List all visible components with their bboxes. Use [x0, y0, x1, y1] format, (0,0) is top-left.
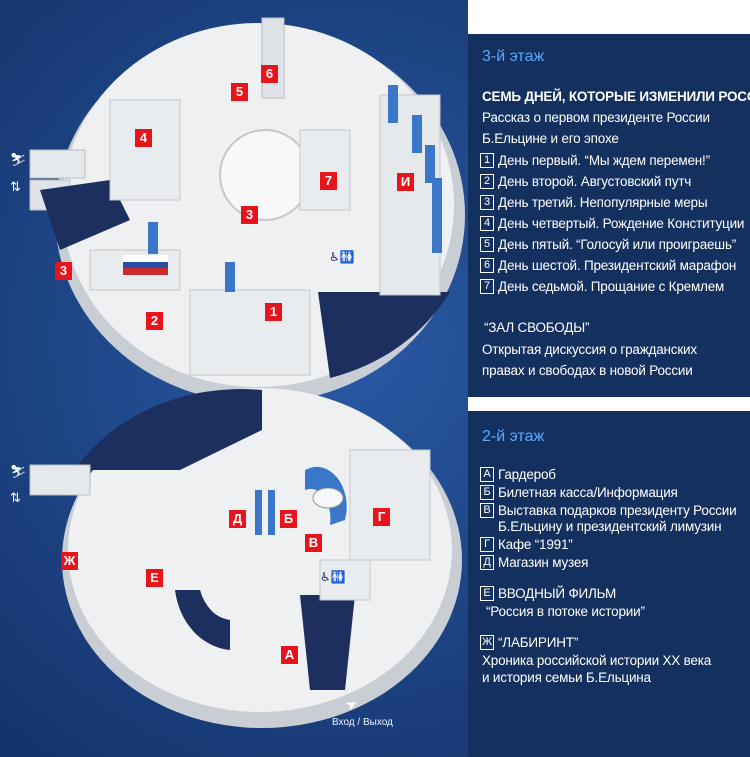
- map-label-day-2[interactable]: 2: [146, 312, 163, 330]
- map-label-labyrinth[interactable]: Ж: [61, 552, 78, 570]
- legend-item-day-4: 4 День четвертый. Рождение Конституции: [480, 216, 744, 231]
- map-label-day-6[interactable]: 6: [261, 65, 278, 83]
- restroom-icon: ♿🚻: [320, 570, 346, 584]
- item-letter: А: [480, 467, 494, 482]
- restroom-icon: ♿🚻: [329, 250, 355, 264]
- legend-top-strip: [468, 0, 750, 34]
- day-text: День первый. “Мы ждем перемен!”: [498, 153, 710, 168]
- legend-divider: [468, 397, 750, 411]
- item-text: Выставка подарков президенту России: [498, 503, 737, 518]
- entrance-label[interactable]: Вход / Выход: [332, 717, 393, 728]
- elevator-icon: ⇅: [10, 180, 21, 195]
- hall-description: правах и свободах в новой России: [482, 363, 693, 378]
- day-number: 6: [480, 258, 494, 273]
- floor-2-title: 2-й этаж: [482, 428, 545, 445]
- map-label-cloakroom[interactable]: А: [281, 646, 298, 664]
- map-label-day-3[interactable]: 3: [241, 206, 258, 224]
- elevator-icon: ⇅: [10, 491, 21, 506]
- floor-2-legend: 2-й этаж А Гардероб Б Билетная касса/Инфор…: [468, 411, 750, 757]
- legend-item-film: Е ВВОДНЫЙ ФИЛЬМ: [480, 586, 616, 601]
- day-text: День второй. Августовский путч: [498, 174, 692, 189]
- floor-3-core: [219, 129, 311, 221]
- hall-description: Открытая дискуссия о гражданских: [482, 342, 697, 357]
- map-label-film[interactable]: Е: [146, 569, 163, 587]
- item-letter: Е: [480, 586, 494, 601]
- stairs-icon: ⛷: [10, 465, 27, 480]
- legend-item-day-5: 5 День пятый. “Голосуй или проиграешь”: [480, 237, 736, 252]
- film-title: ВВОДНЫЙ ФИЛЬМ: [498, 586, 617, 601]
- legend-item-labyrinth: Ж “ЛАБИРИНТ”: [480, 635, 578, 650]
- item-letter: Г: [480, 537, 494, 552]
- floor-3-plan: [29, 17, 465, 403]
- film-description: “Россия в потоке истории”: [486, 604, 645, 619]
- day-number: 2: [480, 174, 494, 189]
- hall-title: “ЗАЛ СВОБОДЫ”: [484, 320, 590, 335]
- item-letter: В: [480, 503, 494, 518]
- item-text: Кафе “1991”: [498, 537, 573, 552]
- floor-3-dark-area: [318, 292, 450, 378]
- day-text: День шестой. Президентский марафон: [498, 258, 737, 273]
- map-label-day-3-alt[interactable]: 3: [55, 262, 72, 280]
- legend-item-day-1: 1 День первый. “Мы ждем перемен!”: [480, 153, 710, 168]
- map-label-cafe[interactable]: Г: [373, 508, 390, 526]
- floor-2-dark-area: [75, 389, 262, 470]
- legend-item-shop: Д Магазин музея: [480, 555, 588, 570]
- floor-3-title: 3-й этаж: [482, 48, 545, 65]
- legend-item-day-6: 6 День шестой. Президентский марафон: [480, 258, 736, 273]
- map-label-day-7[interactable]: 7: [320, 172, 337, 190]
- legend-item-cafe: Г Кафе “1991”: [480, 537, 573, 552]
- map-label-ticket-office[interactable]: Б: [280, 510, 297, 528]
- map-label-day-1[interactable]: 1: [265, 303, 282, 321]
- map-label-day-4[interactable]: 4: [135, 129, 152, 147]
- day-number: 4: [480, 216, 494, 231]
- day-text: День пятый. “Голосуй или проиграешь”: [498, 237, 737, 252]
- map-label-day-5[interactable]: 5: [231, 83, 248, 101]
- map-label-shop[interactable]: Д: [229, 510, 246, 528]
- floor-3-legend: 3-й этаж СЕМЬ ДНЕЙ, КОТОРЫЕ ИЗМЕНИЛИ РОС…: [468, 34, 750, 397]
- labyrinth-title: “ЛАБИРИНТ”: [498, 635, 579, 650]
- map-label-hall-freedom[interactable]: И: [397, 173, 414, 191]
- map-label-gifts-exhibit[interactable]: В: [305, 534, 322, 552]
- item-letter: Ж: [480, 635, 494, 650]
- legend-item-gifts-exhibit: В Выставка подарков президенту России: [480, 503, 737, 518]
- labyrinth-description: и история семьи Б.Ельцина: [482, 670, 651, 685]
- stairs-icon: ⛷: [10, 153, 27, 168]
- legend-item-day-3: 3 День третий. Непопулярные меры: [480, 195, 708, 210]
- day-text: День четвертый. Рождение Конституции: [498, 216, 745, 231]
- legend-item-cloakroom: А Гардероб: [480, 467, 556, 482]
- labyrinth-description: Хроника российской истории XX века: [482, 653, 712, 668]
- item-letter: Д: [480, 555, 494, 570]
- legend-item-ticket-office: Б Билетная касса/Информация: [480, 485, 678, 500]
- day-text: День третий. Непопулярные меры: [498, 195, 708, 210]
- exhibit-title: СЕМЬ ДНЕЙ, КОТОРЫЕ ИЗМЕНИЛИ РОССИЮ: [482, 89, 750, 104]
- day-number: 1: [480, 153, 494, 168]
- floor-2-plan: [29, 388, 462, 728]
- day-number: 5: [480, 237, 494, 252]
- item-text: Билетная касса/Информация: [498, 485, 678, 500]
- legend-item-day-7: 7 День седьмой. Прощание с Кремлем: [480, 279, 724, 294]
- item-text: Магазин музея: [498, 555, 589, 570]
- item-text-continued: Б.Ельцину и президентский лимузин: [498, 519, 722, 534]
- legend-item-day-2: 2 День второй. Августовский путч: [480, 174, 691, 189]
- item-letter: Б: [480, 485, 494, 500]
- item-text: Гардероб: [498, 467, 556, 482]
- exhibit-description: Б.Ельцине и его эпохе: [482, 131, 619, 146]
- day-number: 7: [480, 279, 494, 294]
- day-number: 3: [480, 195, 494, 210]
- exhibit-description: Рассказ о первом президенте России: [482, 110, 710, 125]
- day-text: День седьмой. Прощание с Кремлем: [498, 279, 725, 294]
